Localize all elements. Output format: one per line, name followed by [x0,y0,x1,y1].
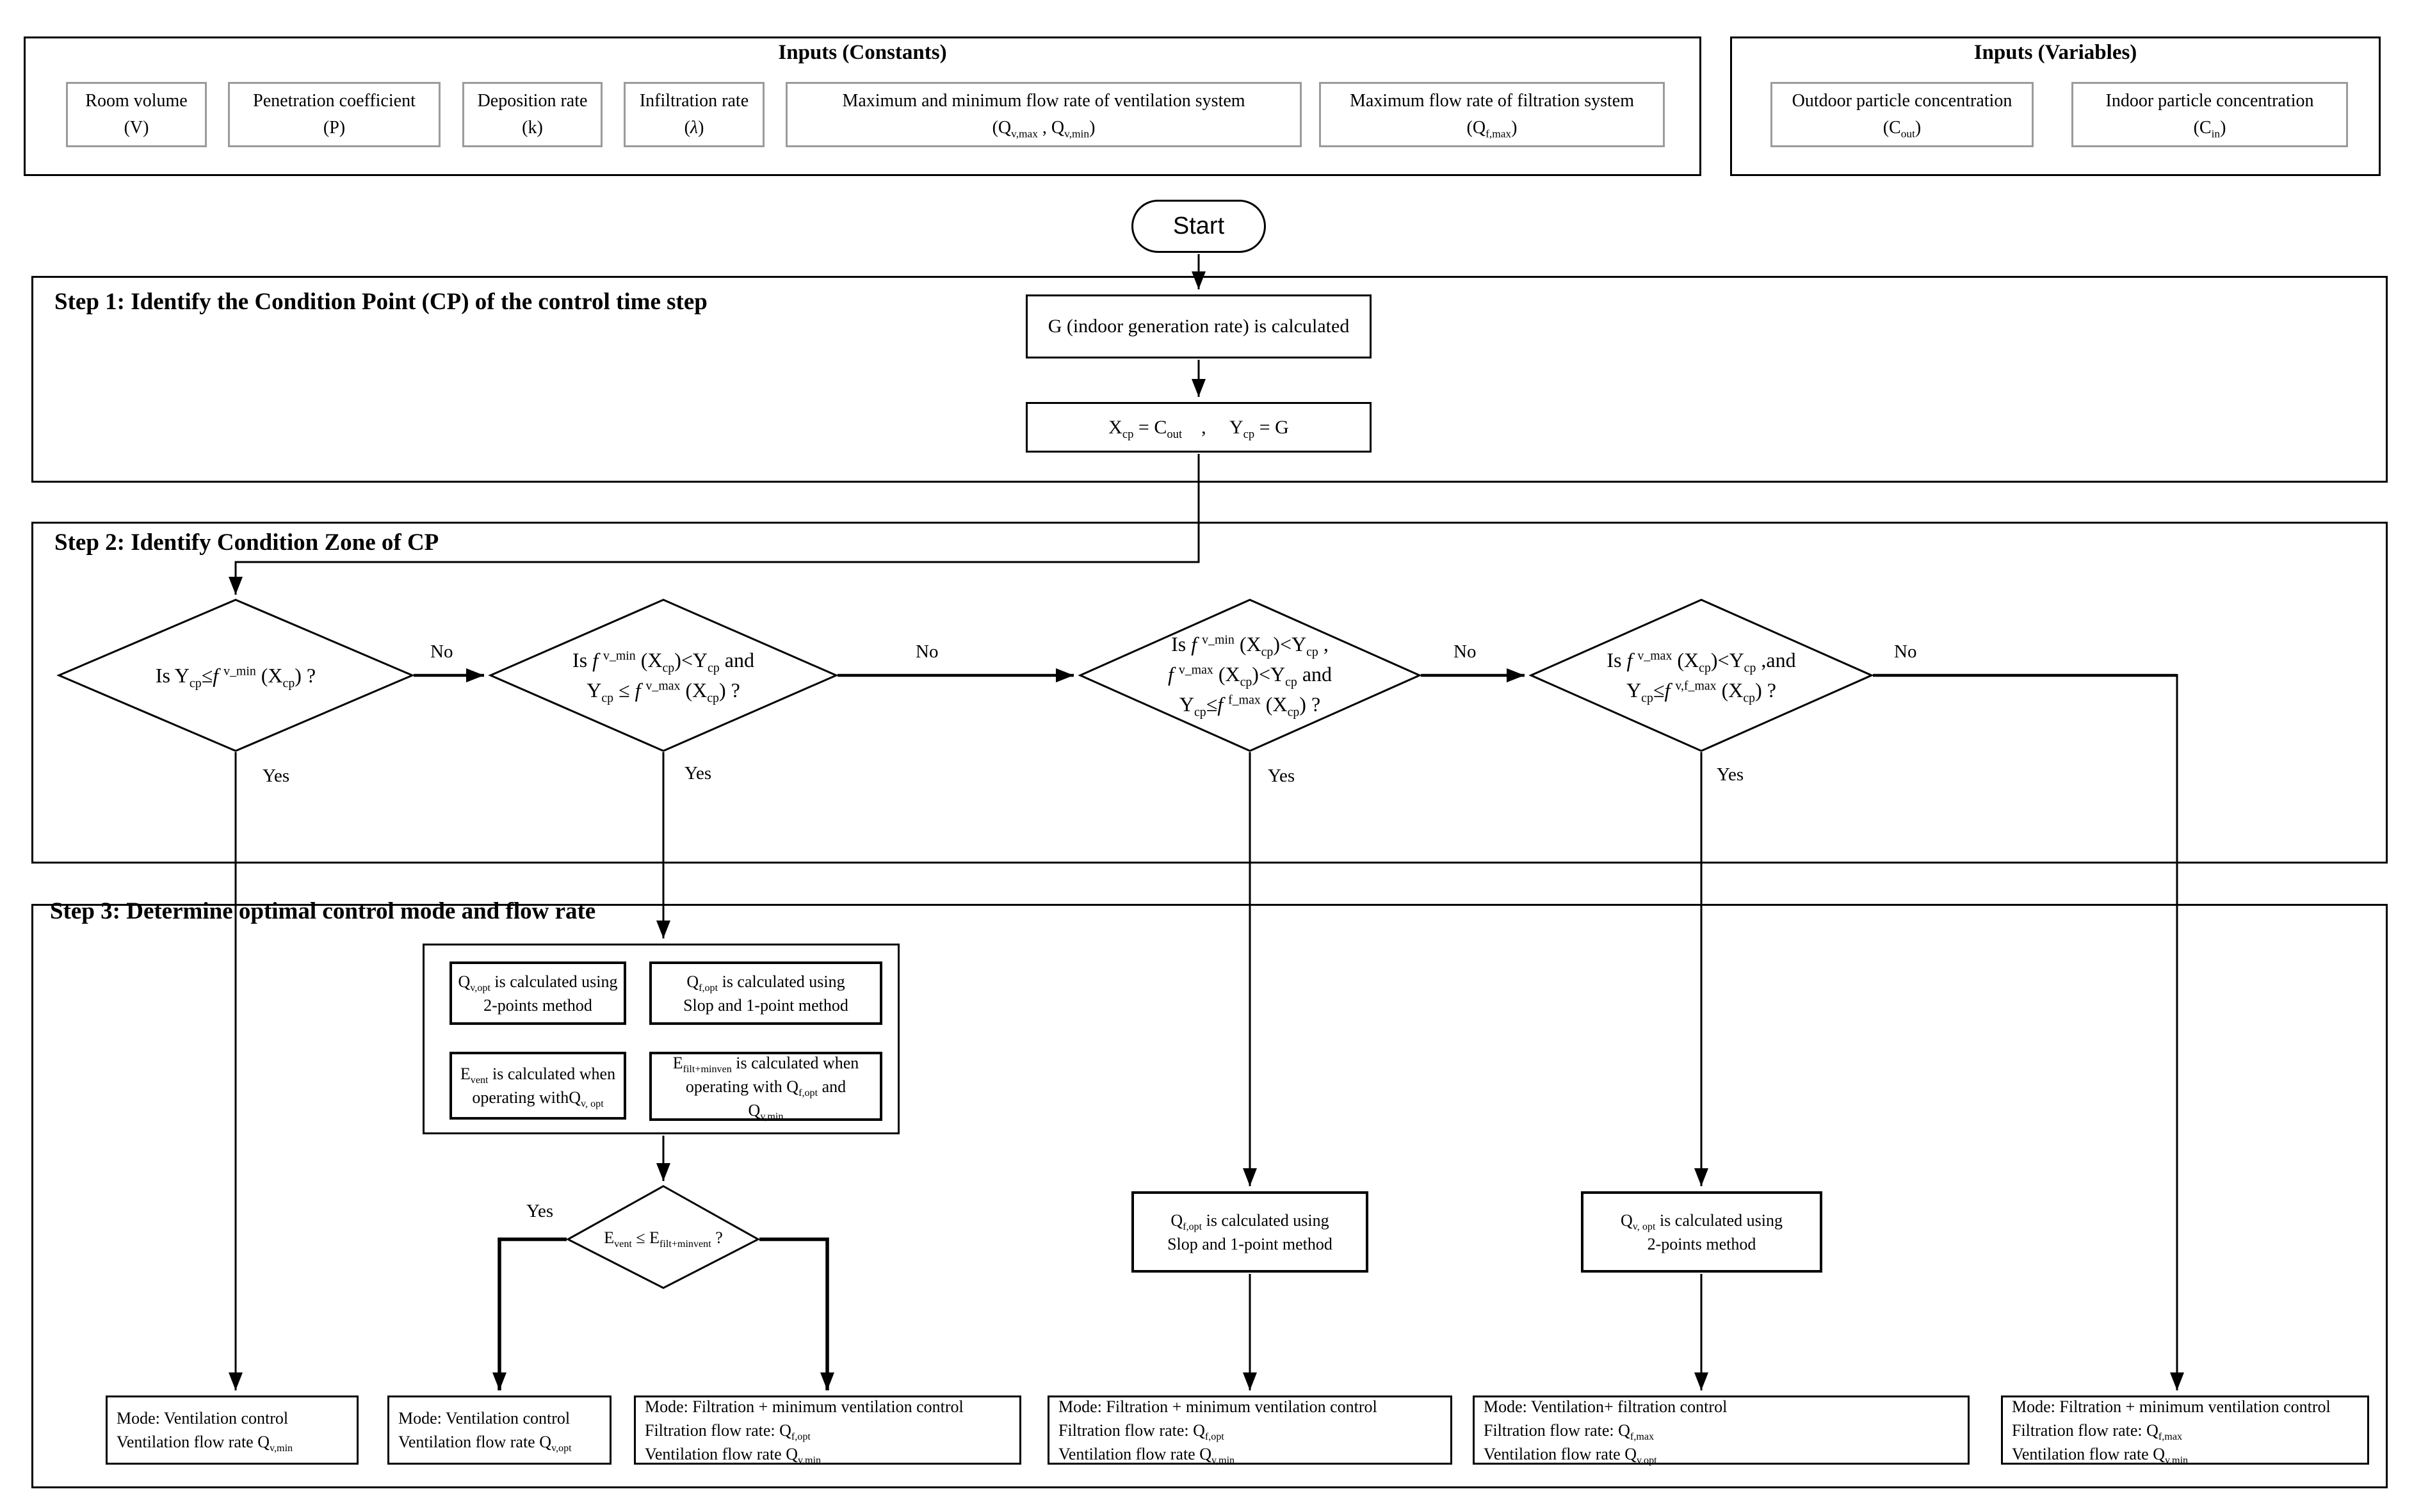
decision-diamond-energy [565,1185,761,1289]
decision-2-yes-label: Yes [684,763,712,784]
chip-name: Room volume [85,91,188,111]
qvopt-2points-box-zone4: Qv, opt is calculated using 2-points met… [1581,1191,1822,1273]
wire-d5-yes-outcome2 [492,1237,567,1390]
step1-title: Step 1: Identify the Condition Point (CP… [54,289,708,315]
decision-energy-text: Event ≤ Efilt+minvent ? [604,1228,723,1250]
decision-1-no-label: No [430,641,453,662]
decision-1-text: Is Ycp≤f v_min (Xcp) ? [155,664,316,691]
step2-region [31,522,2388,864]
input-constant-ventilation-flow-limits: Maximum and minimum flow rate of ventila… [786,82,1302,147]
input-constant-infiltration-rate: Infiltration rate (λ) [624,82,765,147]
decision-3-yes-label: Yes [1268,766,1295,786]
inputs-constants-title: Inputs (Constants) [778,41,947,64]
input-constant-deposition-rate: Deposition rate (k) [462,82,603,147]
chip-symbol: (k) [522,118,543,138]
inputs-variables-title: Inputs (Variables) [1973,41,2137,64]
inputs-constants-panel [24,36,1701,176]
decision-3-no-label: No [1453,641,1477,662]
chip-symbol: (Qf,max) [1466,118,1518,140]
chip-symbol: (λ) [684,118,704,138]
chip-name: Penetration coefficient [253,91,416,111]
decision-1-yes-label: Yes [263,766,290,786]
decision-2-no-label: No [916,641,939,662]
input-constant-room-volume: Room volume (V) [66,82,207,147]
wire-d5-no-outcome3 [759,1237,834,1390]
decision-diamond-3 [1078,599,1422,752]
input-constant-filtration-flow-max: Maximum flow rate of filtration system (… [1319,82,1665,147]
step3-title: Step 3: Determine optimal control mode a… [50,898,596,924]
mode-box-ventilation-opt: Mode: Ventilation control Ventilation fl… [387,1395,611,1465]
g-calculated-text: G (indoor generation rate) is calculated [1048,316,1350,337]
input-variable-indoor-concentration: Indoor particle concentration (Cin) [2071,82,2348,147]
g-calculated-box: G (indoor generation rate) is calculated [1026,294,1372,358]
mode-box-ventilation-filtration: Mode: Ventilation+ filtration control Fi… [1473,1395,1970,1465]
decision-4-no-label: No [1894,641,1917,662]
mode-box-ventilation-min: Mode: Ventilation control Ventilation fl… [106,1395,359,1465]
chip-symbol: (Cout) [1883,118,1922,140]
chip-symbol: (V) [124,118,149,138]
efilt-energy-box: Efilt+minven is calculated when operatin… [649,1052,882,1122]
decision-4-yes-label: Yes [1717,764,1744,785]
chip-name: Deposition rate [477,91,588,111]
decision-4-text: Is f v_max (Xcp)<Ycp ,and Ycp≤f v,f_max … [1607,648,1796,705]
qfopt-slop-box-zone3: Qf,opt is calculated using Slop and 1-po… [1131,1191,1368,1273]
cp-assignment-text: Xcp = Cout , Ycp = G [1108,416,1289,441]
cp-assignment-box: Xcp = Cout , Ycp = G [1026,402,1372,453]
decision-energy-yes-label: Yes [526,1201,554,1221]
qvopt-2points-box: Qv,opt is calculated using 2-points meth… [449,961,626,1025]
qfopt-slop-box: Qf,opt is calculated using Slop and 1-po… [649,961,882,1025]
start-terminal: Start [1131,200,1266,253]
step2-title: Step 2: Identify Condition Zone of CP [54,529,439,556]
chip-name: Maximum and minimum flow rate of ventila… [842,91,1245,111]
mode-box-filtration-minvent-a: Mode: Filtration + minimum ventilation c… [634,1395,1021,1465]
input-constant-penetration-coefficient: Penetration coefficient (P) [228,82,441,147]
chip-name: Outdoor particle concentration [1792,91,2012,111]
inputs-variables-panel [1730,36,2381,176]
wire-cp-to-d1 [229,454,1200,595]
step3-region [31,904,2388,1488]
chip-name: Infiltration rate [639,91,749,111]
input-variable-outdoor-concentration: Outdoor particle concentration (Cout) [1770,82,2034,147]
decision-2-text: Is f v_min (Xcp)<Ycp and Ycp ≤ f v_max (… [572,648,754,705]
mode-box-filtration-minvent-c: Mode: Filtration + minimum ventilation c… [2001,1395,2369,1465]
decision-diamond-2 [488,599,839,752]
step1-region [31,276,2388,483]
chip-symbol: (Qv,max , Qv,min) [992,118,1096,140]
chip-name: Maximum flow rate of filtration system [1349,91,1635,111]
chip-symbol: (P) [323,118,346,138]
event-energy-box: Event is calculated when operating withQ… [449,1052,626,1120]
chip-name: Indoor particle concentration [2105,91,2314,111]
start-label: Start [1172,213,1225,239]
chip-symbol: (Cin) [2193,118,2226,140]
mode-box-filtration-minvent-b: Mode: Filtration + minimum ventilation c… [1048,1395,1452,1465]
decision-diamond-4 [1528,599,1874,752]
decision-3-text: Is f v_min (Xcp)<Ycp , f v_max (Xcp)<Ycp… [1167,632,1332,720]
decision-diamond-1 [56,599,415,752]
